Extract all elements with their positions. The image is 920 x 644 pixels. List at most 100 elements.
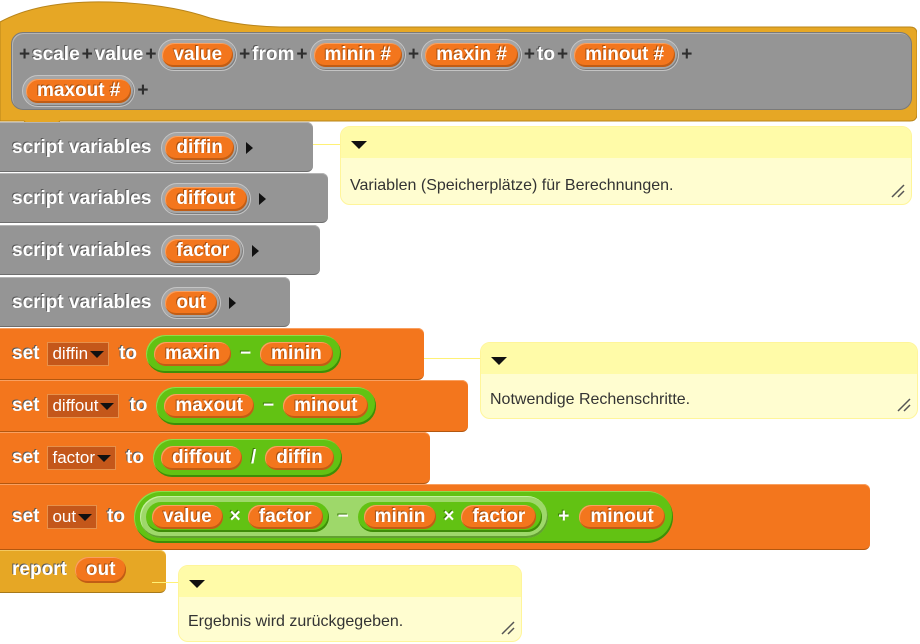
- multiply-operator-block-1[interactable]: value × factor: [146, 502, 329, 532]
- block-prototype[interactable]: + scale + value + value + from + minin #…: [11, 32, 912, 110]
- param-minin[interactable]: minin #: [313, 43, 403, 67]
- comment-title-bar[interactable]: [341, 127, 911, 158]
- var-minout[interactable]: minout: [579, 505, 665, 529]
- param-slot-minin[interactable]: minin #: [309, 39, 407, 71]
- var-maxout[interactable]: maxout: [164, 394, 254, 418]
- resize-grip-icon[interactable]: [895, 396, 911, 412]
- add-input-plus[interactable]: +: [239, 44, 251, 65]
- report-label: report: [12, 559, 67, 580]
- var-minout[interactable]: minout: [283, 394, 369, 418]
- variable-dropdown[interactable]: diffin: [47, 342, 110, 366]
- var-maxin[interactable]: maxin: [154, 342, 231, 366]
- dropdown-arrow-icon: [100, 402, 115, 410]
- divide-operator-block[interactable]: diffout / diffin: [152, 439, 342, 477]
- minus-operator-block[interactable]: maxin − minin: [146, 335, 341, 373]
- add-input-plus[interactable]: +: [681, 44, 693, 65]
- expand-arrow-icon[interactable]: [228, 297, 236, 309]
- script-var-diffout[interactable]: diffout: [165, 187, 247, 211]
- collapse-triangle-icon[interactable]: [491, 357, 507, 365]
- var-slot[interactable]: diffin: [161, 132, 238, 164]
- comment-text[interactable]: Ergebnis wird zurückgegeben.: [188, 613, 404, 630]
- script-variables-block-out[interactable]: script variables out: [0, 277, 290, 327]
- expand-arrow-icon[interactable]: [245, 142, 253, 154]
- set-block-factor[interactable]: set factor to diffout / diffin: [0, 432, 430, 484]
- script-variables-label: script variables: [12, 188, 152, 209]
- label-value[interactable]: value: [94, 44, 144, 65]
- set-label: set: [12, 395, 40, 416]
- param-slot-minout[interactable]: minout #: [570, 39, 680, 71]
- variable-dropdown[interactable]: out: [47, 505, 98, 529]
- var-factor[interactable]: factor: [461, 505, 537, 529]
- multiply-operator-block-2[interactable]: minin × factor: [357, 502, 543, 532]
- multiply-operator: ×: [443, 506, 455, 527]
- label-to[interactable]: to: [537, 44, 555, 65]
- script-variables-block-factor[interactable]: script variables factor: [0, 225, 320, 275]
- param-slot-maxout[interactable]: maxout #: [22, 75, 136, 107]
- param-maxout[interactable]: maxout #: [26, 79, 132, 103]
- var-out[interactable]: out: [74, 557, 127, 583]
- comment-link-line: [424, 358, 480, 359]
- add-input-plus[interactable]: +: [556, 44, 569, 65]
- script-var-out[interactable]: out: [165, 291, 217, 315]
- comment-text[interactable]: Variablen (Speicherplätze) für Berechnun…: [350, 177, 674, 194]
- comment-variables[interactable]: Variablen (Speicherplätze) für Berechnun…: [340, 126, 912, 205]
- var-diffin[interactable]: diffin: [265, 446, 334, 470]
- param-minout[interactable]: minout #: [574, 43, 676, 67]
- resize-grip-icon[interactable]: [499, 619, 515, 635]
- minus-operator: −: [239, 343, 252, 364]
- var-value[interactable]: value: [152, 505, 223, 529]
- script-variables-block-diffin[interactable]: script variables diffin: [0, 122, 313, 172]
- var-minin[interactable]: minin: [260, 342, 333, 366]
- prototype-row-2: maxout # +: [22, 75, 151, 107]
- collapse-triangle-icon[interactable]: [351, 141, 367, 149]
- label-scale[interactable]: scale: [32, 44, 80, 65]
- add-input-plus[interactable]: +: [408, 44, 420, 65]
- dropdown-arrow-icon: [97, 454, 111, 462]
- var-slot[interactable]: diffout: [161, 183, 251, 215]
- param-slot-maxin[interactable]: maxin #: [421, 39, 522, 71]
- comment-title-bar[interactable]: [481, 343, 917, 374]
- var-diffout[interactable]: diffout: [160, 446, 243, 470]
- comment-title-bar[interactable]: [179, 566, 521, 597]
- add-input-plus[interactable]: +: [19, 44, 31, 65]
- collapse-triangle-icon[interactable]: [189, 580, 205, 588]
- plus-operator-block[interactable]: value × factor − minin × factor + minout: [134, 491, 673, 543]
- label-from[interactable]: from: [252, 44, 295, 65]
- script-variables-block-diffout[interactable]: script variables diffout: [0, 173, 328, 223]
- param-maxin[interactable]: maxin #: [425, 43, 518, 67]
- variable-dropdown[interactable]: factor: [47, 446, 116, 470]
- block-row: set diffout to maxout − minout: [12, 387, 377, 425]
- dropdown-value: factor: [52, 448, 95, 467]
- block-row: report out: [12, 557, 127, 583]
- add-input-plus[interactable]: +: [523, 44, 536, 65]
- set-block-diffout[interactable]: set diffout to maxout − minout: [0, 380, 468, 432]
- minus-operator-block[interactable]: maxout − minout: [156, 387, 377, 425]
- set-block-diffin[interactable]: set diffin to maxin − minin: [0, 328, 424, 380]
- comment-text[interactable]: Notwendige Rechenschritte.: [490, 391, 691, 408]
- custom-block-definition-hat[interactable]: + scale + value + value + from + minin #…: [0, 0, 917, 122]
- comment-calculations[interactable]: Notwendige Rechenschritte.: [480, 342, 918, 419]
- block-row: set factor to diffout / diffin: [12, 439, 342, 477]
- report-block[interactable]: report out: [0, 550, 166, 593]
- add-input-plus[interactable]: +: [137, 80, 149, 101]
- var-minin[interactable]: minin: [363, 505, 437, 529]
- var-factor[interactable]: factor: [247, 505, 323, 529]
- add-input-plus[interactable]: +: [81, 44, 93, 65]
- minus-operator-block[interactable]: value × factor − minin × factor: [140, 496, 549, 538]
- variable-dropdown[interactable]: diffout: [47, 394, 120, 418]
- expand-arrow-icon[interactable]: [258, 193, 266, 205]
- script-variables-label: script variables: [12, 292, 152, 313]
- add-input-plus[interactable]: +: [145, 44, 157, 65]
- param-slot-value[interactable]: value: [158, 39, 238, 71]
- resize-grip-icon[interactable]: [889, 182, 905, 198]
- set-block-out[interactable]: set out to value × factor − minin × fact…: [0, 484, 870, 550]
- expand-arrow-icon[interactable]: [252, 245, 260, 257]
- param-value[interactable]: value: [162, 43, 234, 67]
- var-slot[interactable]: out: [161, 287, 221, 319]
- script-var-factor[interactable]: factor: [165, 239, 241, 263]
- set-label: set: [12, 447, 40, 468]
- add-input-plus[interactable]: +: [296, 44, 308, 65]
- comment-result[interactable]: Ergebnis wird zurückgegeben.: [178, 565, 522, 642]
- script-var-diffin[interactable]: diffin: [165, 136, 234, 160]
- var-slot[interactable]: factor: [161, 235, 245, 267]
